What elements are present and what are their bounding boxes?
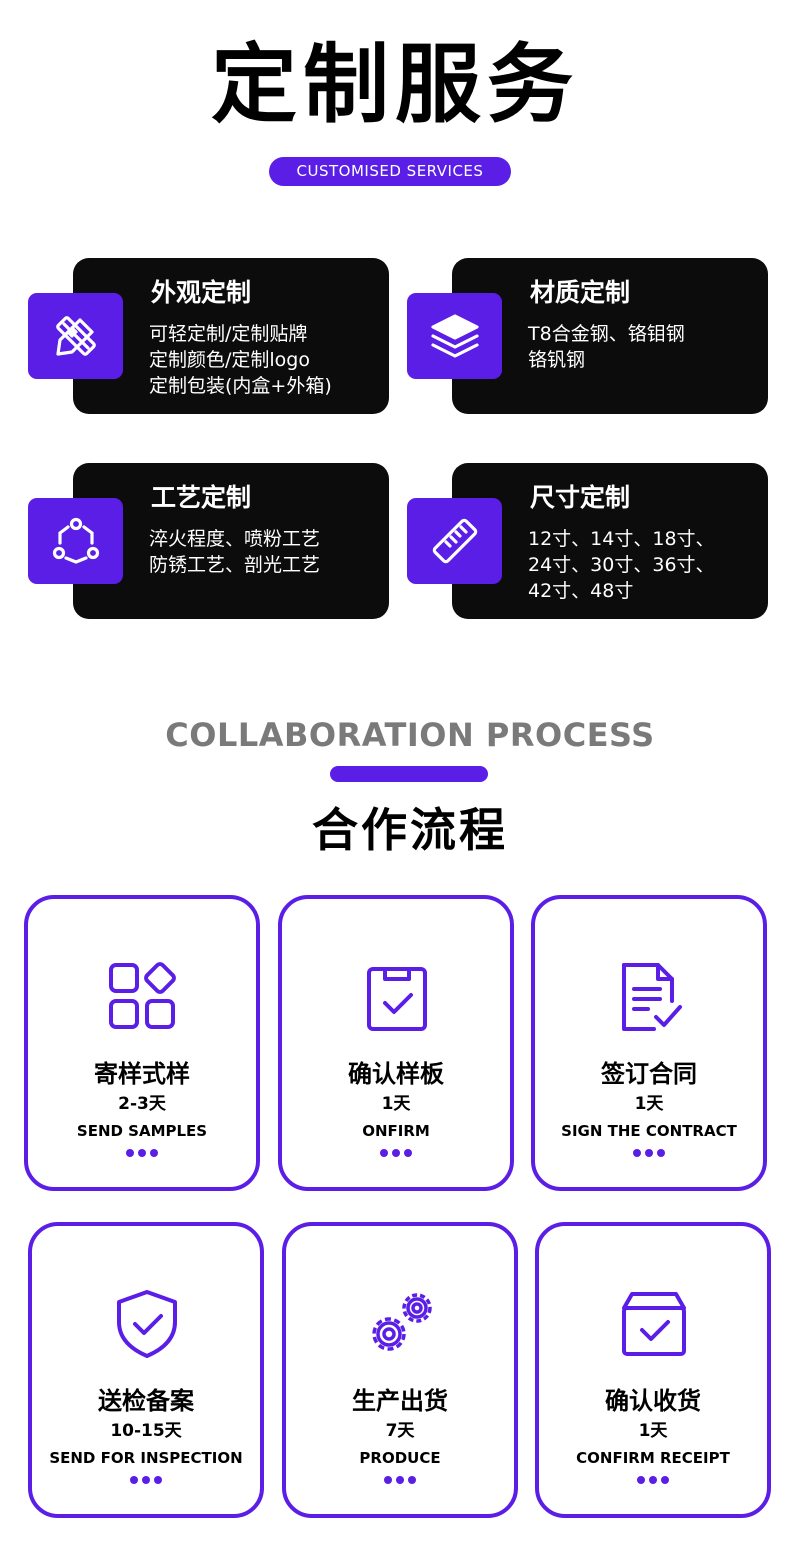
step-title: 确认样板 [348,1060,444,1088]
service-title: 尺寸定制 [530,483,631,512]
service-card-process: 工艺定制 淬火程度、喷粉工艺 防锈工艺、剖光工艺 [73,463,389,619]
process-step-inspection: 送检备案 10-15天 SEND FOR INSPECTION [28,1222,264,1518]
service-line: 24寸、30寸、36寸、 [528,554,715,576]
grid-diamond-icon [109,962,176,1029]
document-check-icon [622,963,682,1031]
process-heading: 合作流程 [312,803,508,857]
step-duration: 1天 [381,1094,411,1114]
step-english-label: SIGN THE CONTRACT [561,1122,737,1140]
page-title: 定制服务 [211,35,579,135]
service-line: 定制颜色/定制logo [149,349,310,371]
shield-check-icon [117,1290,177,1358]
dots-icon [539,1476,767,1484]
process-step-confirm-receipt: 确认收货 1天 CONFIRM RECEIPT [535,1222,771,1518]
service-description: 淬火程度、喷粉工艺 防锈工艺、剖光工艺 [149,526,320,578]
step-duration: 2-3天 [118,1094,166,1114]
step-title: 签订合同 [601,1060,697,1088]
service-line: 防锈工艺、剖光工艺 [149,554,321,576]
layers-icon [407,293,502,379]
gears-icon [372,1293,432,1351]
service-line: 铬钒钢 [528,349,586,371]
service-line: 淬火程度、喷粉工艺 [149,528,321,550]
service-description: 可轻定制/定制贴牌 定制颜色/定制logo 定制包装(内盒+外箱) [149,321,332,399]
step-duration: 7天 [385,1421,415,1441]
service-title: 外观定制 [151,278,252,307]
service-line: 定制包装(内盒+外箱) [149,375,332,397]
service-line: 可轻定制/定制贴牌 [149,323,308,345]
service-card-appearance: 外观定制 可轻定制/定制贴牌 定制颜色/定制logo 定制包装(内盒+外箱) [73,258,389,414]
step-title: 确认收货 [605,1387,701,1415]
step-duration: 1天 [638,1421,668,1441]
step-english-label: ONFIRM [362,1122,430,1140]
clipboard-check-icon [367,967,427,1031]
step-english-label: SEND SAMPLES [76,1122,208,1140]
step-english-label: CONFIRM RECEIPT [576,1449,730,1467]
step-title: 生产出货 [352,1387,448,1415]
service-card-material: 材质定制 T8合金钢、铬钼钢 铬钒钢 [452,258,768,414]
step-title: 寄样式样 [94,1060,190,1088]
heading-underline-bar [330,766,488,782]
dots-icon [282,1149,510,1157]
dots-icon [28,1149,256,1157]
service-description: 12寸、14寸、18寸、 24寸、30寸、36寸、 42寸、48寸 [528,526,715,604]
service-title: 材质定制 [530,278,631,307]
service-line: 12寸、14寸、18寸、 [528,528,715,550]
step-title: 送检备案 [98,1387,194,1415]
service-line: T8合金钢、铬钼钢 [528,323,685,345]
service-title: 工艺定制 [151,483,252,512]
process-step-produce: 生产出货 7天 PRODUCE [282,1222,518,1518]
service-description: T8合金钢、铬钼钢 铬钒钢 [528,321,685,373]
step-english-label: SEND FOR INSPECTION [49,1449,243,1467]
subtitle-badge: CUSTOMISED SERVICES [269,157,511,186]
step-duration: 1天 [634,1094,664,1114]
box-check-icon [622,1292,686,1356]
process-step-send-samples: 寄样式样 2-3天 SEND SAMPLES [24,895,260,1191]
dots-icon [286,1476,514,1484]
process-heading-english: COLLABORATION PROCESS [165,716,655,754]
service-card-size: 尺寸定制 12寸、14寸、18寸、 24寸、30寸、36寸、 42寸、48寸 [452,463,768,619]
hexagon-nodes-icon [28,498,123,584]
process-step-sign-contract: 签订合同 1天 SIGN THE CONTRACT [531,895,767,1191]
step-english-label: PRODUCE [359,1449,441,1467]
dots-icon [535,1149,763,1157]
step-duration: 10-15天 [110,1421,182,1441]
process-step-confirm-sample: 确认样板 1天 ONFIRM [278,895,514,1191]
service-line: 42寸、48寸 [528,580,634,602]
ruler-icon [407,498,502,584]
pencil-ruler-icon [28,293,123,379]
dots-icon [32,1476,260,1484]
